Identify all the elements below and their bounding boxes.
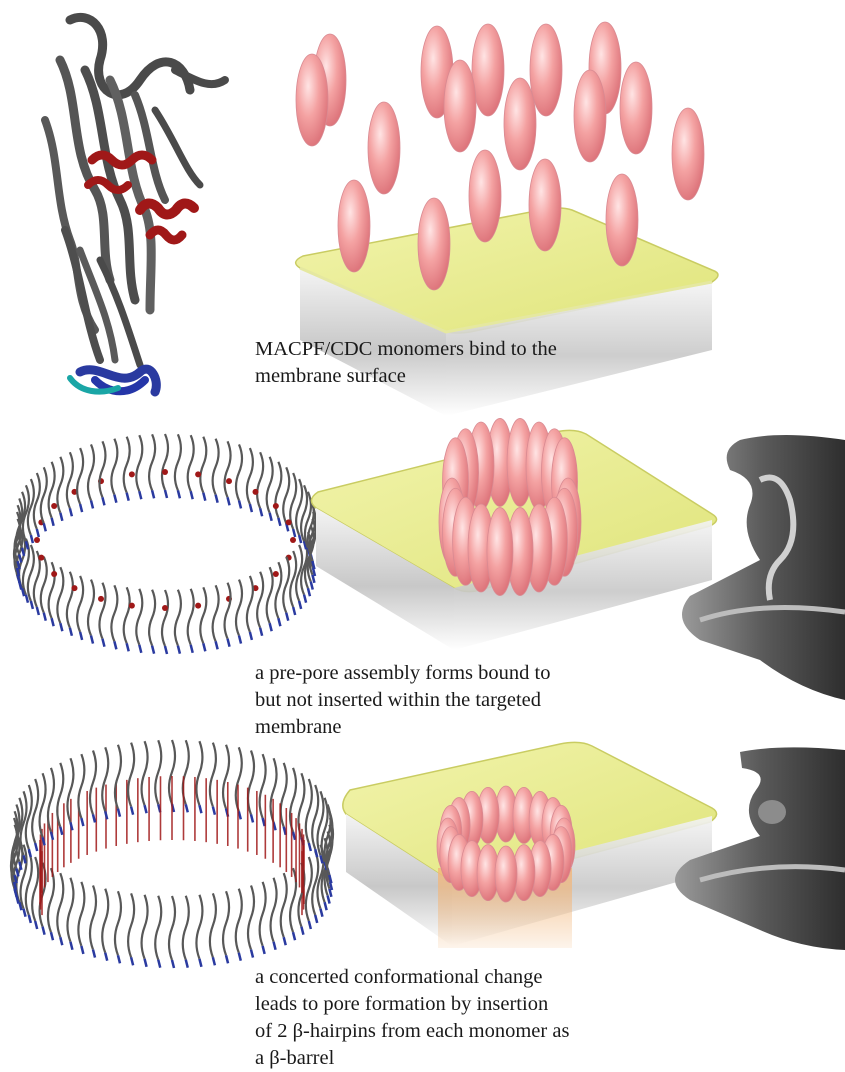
protein-ribbon-icon: [45, 17, 225, 392]
monomer-ellipsoid-icon: [620, 62, 652, 154]
caption-line: leads to pore formation by insertion: [255, 991, 569, 1018]
pre-pore-ring-icon: [14, 434, 316, 654]
pore-ring-icon: [11, 740, 333, 968]
monomer-ellipsoid-icon: [672, 108, 704, 200]
monomer-ellipsoid-icon: [495, 846, 517, 902]
monomer-ellipsoid-icon: [469, 150, 501, 242]
caption-line: of 2 β-hairpins from each monomer as: [255, 1018, 569, 1045]
caption-pore-formation: a concerted conformational change leads …: [255, 964, 569, 1072]
membrane-slab-icon: [343, 742, 717, 948]
monomer-ellipsoid-icon: [529, 159, 561, 251]
monomer-ellipsoid-icon: [472, 24, 504, 116]
caption-line: a pre-pore assembly forms bound to: [255, 660, 550, 687]
monomer-ellipsoid-icon: [296, 54, 328, 146]
monomer-ellipsoid-icon: [606, 174, 638, 266]
caption-line: membrane surface: [255, 363, 557, 390]
monomer-ellipsoid-icon: [504, 78, 536, 170]
caption-line: MACPF/CDC monomers bind to the: [255, 336, 557, 363]
monomer-ellipsoid-icon: [530, 24, 562, 116]
monomer-ellipsoid-icon: [487, 508, 513, 596]
caption-line: but not inserted within the targeted: [255, 687, 550, 714]
caption-line: membrane: [255, 714, 550, 741]
monomer-ellipsoid-icon: [574, 70, 606, 162]
caption-line: a β-barrel: [255, 1045, 569, 1072]
monomer-ellipsoid-icon: [418, 198, 450, 290]
caption-monomer-binding: MACPF/CDC monomers bind to the membrane …: [255, 336, 557, 390]
caption-line: a concerted conformational change: [255, 964, 569, 991]
monomer-ellipsoid-icon: [368, 102, 400, 194]
monomer-ellipsoid-icon: [338, 180, 370, 272]
monomer-ellipsoid-icon: [444, 60, 476, 152]
caption-pre-pore: a pre-pore assembly forms bound to but n…: [255, 660, 550, 741]
